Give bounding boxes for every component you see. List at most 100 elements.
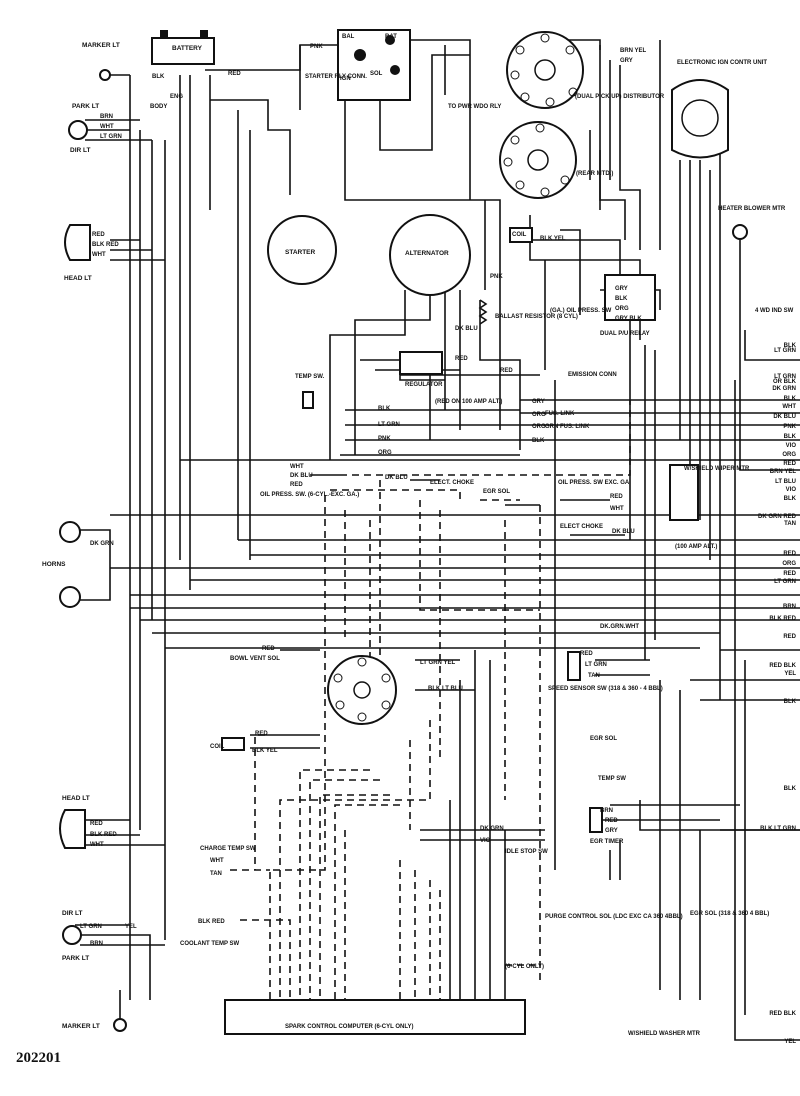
svg-text:BLK RED: BLK RED: [90, 832, 117, 838]
svg-text:BLK LT BLU: BLK LT BLU: [428, 686, 463, 692]
right-edge-wire-label: RED BLK: [769, 663, 796, 669]
labels: MARKER LT BLK BODY ENG PARK LT DIR LT HE…: [16, 34, 794, 1066]
svg-text:RED: RED: [500, 368, 513, 374]
right-edge-wire-label: RED: [783, 634, 796, 640]
spark-control-computer: [224, 999, 526, 1035]
wire-labels: BRN WHT LT GRN RED BLK RED WHT DK GRN RE…: [80, 48, 647, 947]
svg-text:GRY BLK: GRY BLK: [615, 316, 642, 322]
svg-text:BAL: BAL: [342, 34, 355, 40]
diagram-code: 202201: [16, 1050, 61, 1066]
svg-text:BLK RED: BLK RED: [92, 242, 119, 248]
label-head-lt2: HEAD LT: [62, 795, 90, 802]
right-edge-wire-label: DK GRN RED: [758, 514, 797, 520]
svg-text:RED: RED: [290, 482, 303, 488]
svg-text:BLK: BLK: [378, 406, 391, 412]
label-marker-lt: MARKER LT: [82, 42, 120, 49]
svg-text:VIO: VIO: [480, 838, 491, 844]
svg-text:GRY: GRY: [620, 58, 633, 64]
label-oil-press-6cyl: OIL PRESS. SW. (6-CYL.-EXC. GA.): [260, 492, 359, 498]
right-edge-wire-label: LT GRN: [774, 579, 796, 585]
distributor-6cyl: [327, 655, 397, 725]
marker-lamp-upper: [99, 69, 111, 81]
svg-text:BRN: BRN: [90, 941, 103, 947]
label-coil2: COIL: [210, 744, 225, 750]
right-edge-wire-label: RED: [783, 571, 796, 577]
label-egr-sol: EGR SOL: [483, 489, 510, 495]
svg-text:RED: RED: [92, 232, 105, 238]
distributor-dual-pickup: [506, 31, 584, 109]
coil-lower: [221, 737, 245, 751]
svg-text:GRY: GRY: [615, 286, 628, 292]
label-wiper: W/SHIELD WIPER MTR: [684, 466, 750, 472]
svg-text:BRN YEL: BRN YEL: [620, 48, 647, 54]
right-edge-wire-label: BLK RED: [769, 616, 796, 622]
right-edge-wire-label: BLK: [784, 396, 797, 402]
label-elect-choke: ELECT. CHOKE: [430, 480, 474, 486]
main-wires: [70, 39, 800, 1041]
svg-text:BRN: BRN: [600, 808, 613, 814]
right-edge-wire-label: BLK LT GRN: [760, 826, 796, 832]
svg-text:ORG: ORG: [532, 424, 546, 430]
svg-text:ORG: ORG: [378, 450, 392, 456]
svg-text:BLK YEL: BLK YEL: [252, 748, 278, 754]
right-edge-wire-label: DK BLU: [773, 414, 796, 420]
distributor-rear-mtd: [499, 121, 577, 199]
svg-text:GRY: GRY: [532, 399, 545, 405]
label-dual-pu-relay: DUAL P/U RELAY: [600, 331, 650, 337]
headlight-upper: [64, 224, 91, 261]
speed-sensor: [567, 651, 581, 681]
svg-text:WHT: WHT: [100, 124, 114, 130]
label-rear-mtd: (REAR MTD.): [576, 171, 613, 177]
label-charge-temp: CHARGE TEMP SW: [200, 846, 256, 852]
battery: BATTERY: [151, 30, 215, 65]
svg-text:BLK: BLK: [152, 74, 165, 80]
svg-text:BLK YEL: BLK YEL: [540, 236, 566, 242]
svg-text:RED: RED: [455, 356, 468, 362]
label-egr-timer: EGR TIMER: [590, 839, 624, 845]
heater-blower: [732, 224, 748, 240]
park-lamp-lower: [62, 925, 82, 945]
right-edge-wire-label: LT GRN: [774, 348, 796, 354]
right-edge-wire-label: DK GRN: [772, 386, 796, 392]
svg-text:TAN: TAN: [588, 673, 600, 679]
label-egr-sol2: EGR SOL: [590, 736, 617, 742]
svg-text:LT GRN: LT GRN: [80, 924, 102, 930]
alternator: [389, 214, 471, 296]
right-edge-wire-label: YEL: [784, 671, 796, 677]
label-amp-alt2: (100 AMP ALT.): [675, 544, 717, 550]
right-edge-wire-label: TAN: [784, 521, 796, 527]
right-edge-wire-label: YEL: [784, 1039, 796, 1045]
right-edge-wire-label: ORG: [782, 561, 796, 567]
label-dual-pickup: (DUAL PICK UP) DISTRIBUTOR: [575, 94, 665, 100]
svg-text:LT GRN YEL: LT GRN YEL: [420, 660, 455, 666]
label-marker-lt2: MARKER LT: [62, 1023, 100, 1030]
label-purge-control: PURGE CONTROL SOL (LDC EXC CA 360 4BBL): [545, 914, 683, 920]
temp-sw-upper: [302, 391, 314, 409]
label-heater-blower: HEATER BLOWER MTR: [718, 206, 786, 212]
svg-text:DK BLU: DK BLU: [385, 475, 408, 481]
label-egr-sol3: EGR SOL (318 & 360 4 BBL): [690, 911, 769, 917]
svg-text:DK.GRN.WHT: DK.GRN.WHT: [600, 624, 639, 630]
electronic-ign-unit: [671, 79, 729, 159]
right-edge-wire-label: BRN YEL: [770, 469, 797, 475]
right-edge-wire-label: BRN: [783, 604, 796, 610]
right-edge-wire-label: OR BLK: [773, 379, 797, 385]
label-coil: COIL: [512, 232, 527, 238]
svg-text:RED: RED: [255, 731, 268, 737]
right-edge-wire-label: PNK: [783, 424, 796, 430]
label-red-on-100: (RED ON 100 AMP ALT.): [435, 399, 502, 405]
label-temp-sw: TEMP SW.: [295, 374, 325, 380]
svg-text:RED: RED: [605, 818, 618, 824]
svg-text:BAT: BAT: [385, 34, 397, 40]
egr-timer: [589, 807, 603, 833]
svg-text:ORG: ORG: [532, 412, 546, 418]
right-edge-wire-label: LT BLU: [775, 479, 796, 485]
svg-text:TAN: TAN: [210, 871, 222, 877]
svg-text:RED: RED: [580, 651, 593, 657]
horn-upper: [59, 521, 81, 543]
park-lamp-upper: [68, 120, 88, 140]
svg-text:BRN: BRN: [100, 114, 113, 120]
label-ign-unit: ELECTRONIC IGN CONTR UNIT: [677, 60, 767, 66]
right-edge-wire-label: VIO: [786, 487, 797, 493]
